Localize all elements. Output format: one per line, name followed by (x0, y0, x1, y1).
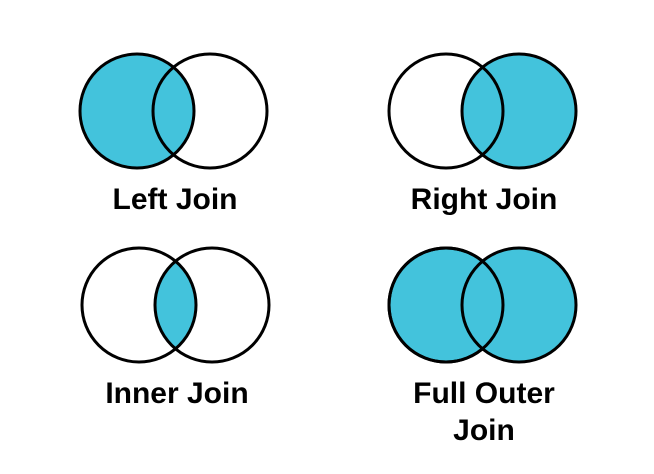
full-outer-join-label: Full Outer Join (413, 377, 555, 447)
right-circle (151, 52, 269, 170)
right-join-label: Right Join (410, 183, 558, 216)
right-circle (460, 246, 578, 364)
left-circle (80, 246, 198, 364)
left-join-venn (78, 52, 269, 170)
diagram-full-outer-join: Full Outer Join (382, 242, 586, 449)
inner-join-venn (80, 246, 271, 364)
left-circle-outline (387, 246, 505, 364)
full-outer-join-venn (387, 246, 578, 364)
left-circle (78, 52, 196, 170)
intersection-region (155, 248, 196, 362)
inner-join-label: Inner Join (105, 377, 249, 410)
right-join-venn (387, 52, 578, 170)
diagram-right-join: Right Join (382, 48, 586, 218)
left-join-label: Left Join (112, 183, 238, 216)
right-circle (153, 246, 271, 364)
diagram-inner-join: Inner Join (75, 242, 279, 412)
left-circle (387, 52, 505, 170)
diagram-left-join: Left Join (73, 48, 277, 218)
right-circle (460, 52, 578, 170)
